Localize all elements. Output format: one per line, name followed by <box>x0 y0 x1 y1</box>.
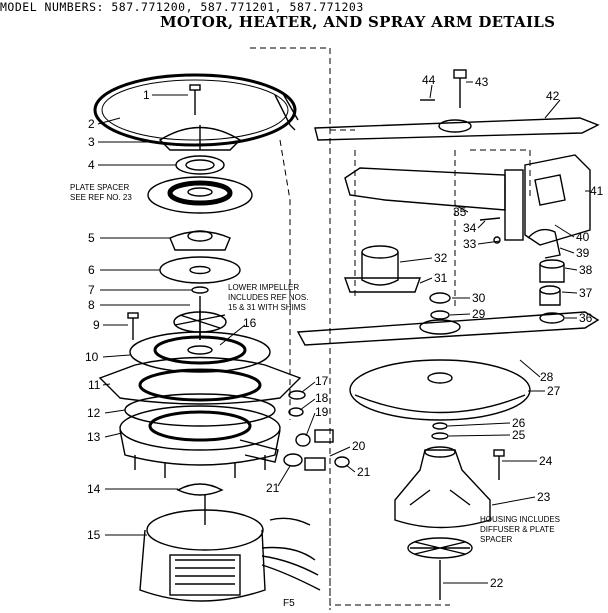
part-4 <box>175 155 225 175</box>
part-label: 37 <box>579 286 593 300</box>
conduit-35 <box>344 154 591 246</box>
part-30 <box>429 292 451 304</box>
part-33 <box>493 236 501 244</box>
part-31 <box>344 277 421 293</box>
page-title: MOTOR, HEATER, AND SPRAY ARM DETAILS <box>160 13 556 31</box>
part-label: 28 <box>540 370 554 384</box>
note-lower-impeller-line3: 15 & 31 WITH SHIMS <box>228 303 306 312</box>
screw-9 <box>127 312 139 340</box>
part-label: 38 <box>579 263 593 277</box>
motor <box>139 495 321 602</box>
diffuser-plate <box>407 537 473 559</box>
part-label: 41 <box>590 184 604 198</box>
part-label: 2 <box>88 117 95 131</box>
part-5 <box>169 230 231 251</box>
part-label: 11 <box>88 378 101 392</box>
housing-23 <box>394 446 491 529</box>
screw-34 <box>479 217 501 221</box>
part-label: 40 <box>576 230 590 244</box>
part-label: 7 <box>88 283 95 297</box>
part-label: 34 <box>463 221 477 235</box>
part-11 <box>98 356 302 405</box>
part-label: 13 <box>87 430 101 444</box>
upper-spray-arm <box>314 117 600 141</box>
diagram-notes: PLATE SPACER SEE REF NO. 23 LOWER IMPELL… <box>70 183 560 609</box>
lower-impeller <box>173 296 227 340</box>
part-label: 35 <box>453 205 467 219</box>
lower-spray-arm <box>296 311 600 346</box>
note-plate-spacer-line1: PLATE SPACER <box>70 183 130 192</box>
part-label: 27 <box>547 384 561 398</box>
part-label: 19 <box>315 405 329 419</box>
part-label: 12 <box>87 406 101 420</box>
part-label: 25 <box>512 428 526 442</box>
part-label: 30 <box>472 291 486 305</box>
part-label: 4 <box>88 158 95 172</box>
note-housing-line3: SPACER <box>480 535 513 544</box>
part-6 <box>159 256 241 284</box>
part-label: 8 <box>88 298 95 312</box>
model-numbers: MODEL NUMBERS: 587.771200, 587.771201, 5… <box>0 0 364 14</box>
part-25 <box>431 432 449 440</box>
part-label: 21 <box>357 465 371 479</box>
small-parts <box>283 390 350 471</box>
part-3 <box>158 125 242 151</box>
part-14 <box>176 483 224 496</box>
screw-1 <box>189 84 201 115</box>
part-label: 17 <box>315 374 329 388</box>
part-label: 1 <box>143 88 150 102</box>
part-label: 5 <box>88 231 95 245</box>
note-housing-line2: DIFFUSER & PLATE <box>480 525 555 534</box>
pump-housing-13 <box>119 405 281 478</box>
plate-spacer <box>147 176 253 214</box>
heater-element <box>93 73 299 147</box>
part-label: 31 <box>434 271 448 285</box>
page-code: F5 <box>283 598 295 609</box>
part-label: 36 <box>579 311 593 325</box>
part-label: 26 <box>512 416 526 430</box>
part-label: 16 <box>243 316 257 330</box>
part-label: 43 <box>475 75 489 89</box>
parts-37-39 <box>527 228 565 306</box>
part-label: 9 <box>93 318 100 332</box>
part-label: 18 <box>315 391 329 405</box>
part-label: 39 <box>576 246 590 260</box>
screw-24 <box>493 449 505 480</box>
part-32 <box>361 245 399 286</box>
part-label: 32 <box>434 251 448 265</box>
part-labels: 1 2 3 4 5 6 7 8 9 10 11 12 13 14 15 16 1… <box>85 73 604 590</box>
part-label: 29 <box>472 307 486 321</box>
part-label: 14 <box>87 482 101 496</box>
part-label: 24 <box>539 454 553 468</box>
part-26 <box>432 422 448 430</box>
part-label: 33 <box>463 237 477 251</box>
note-lower-impeller-line1: LOWER IMPELLER <box>228 283 299 292</box>
note-plate-spacer-line2: SEE REF NO. 23 <box>70 193 132 202</box>
part-7 <box>191 286 209 294</box>
part-label: 3 <box>88 135 95 149</box>
part-10 <box>129 331 271 373</box>
leader-lines <box>97 81 590 584</box>
part-label: 15 <box>87 528 101 542</box>
part-label: 44 <box>422 73 436 87</box>
part-label: 23 <box>537 490 551 504</box>
part-36 <box>539 312 565 324</box>
disc-27 <box>349 359 531 421</box>
part-label: 42 <box>546 89 560 103</box>
part-label: 21 <box>266 481 280 495</box>
note-housing-line1: HOUSING INCLUDES <box>480 515 560 524</box>
part-label: 6 <box>88 263 95 277</box>
screw-43 <box>453 69 467 108</box>
part-29 <box>430 310 450 320</box>
part-label: 10 <box>85 350 99 364</box>
assembly-guide-lines <box>250 47 531 610</box>
note-lower-impeller-line2: INCLUDES REF NOS. <box>228 293 308 302</box>
part-label: 22 <box>490 576 504 590</box>
part-label: 20 <box>352 439 366 453</box>
